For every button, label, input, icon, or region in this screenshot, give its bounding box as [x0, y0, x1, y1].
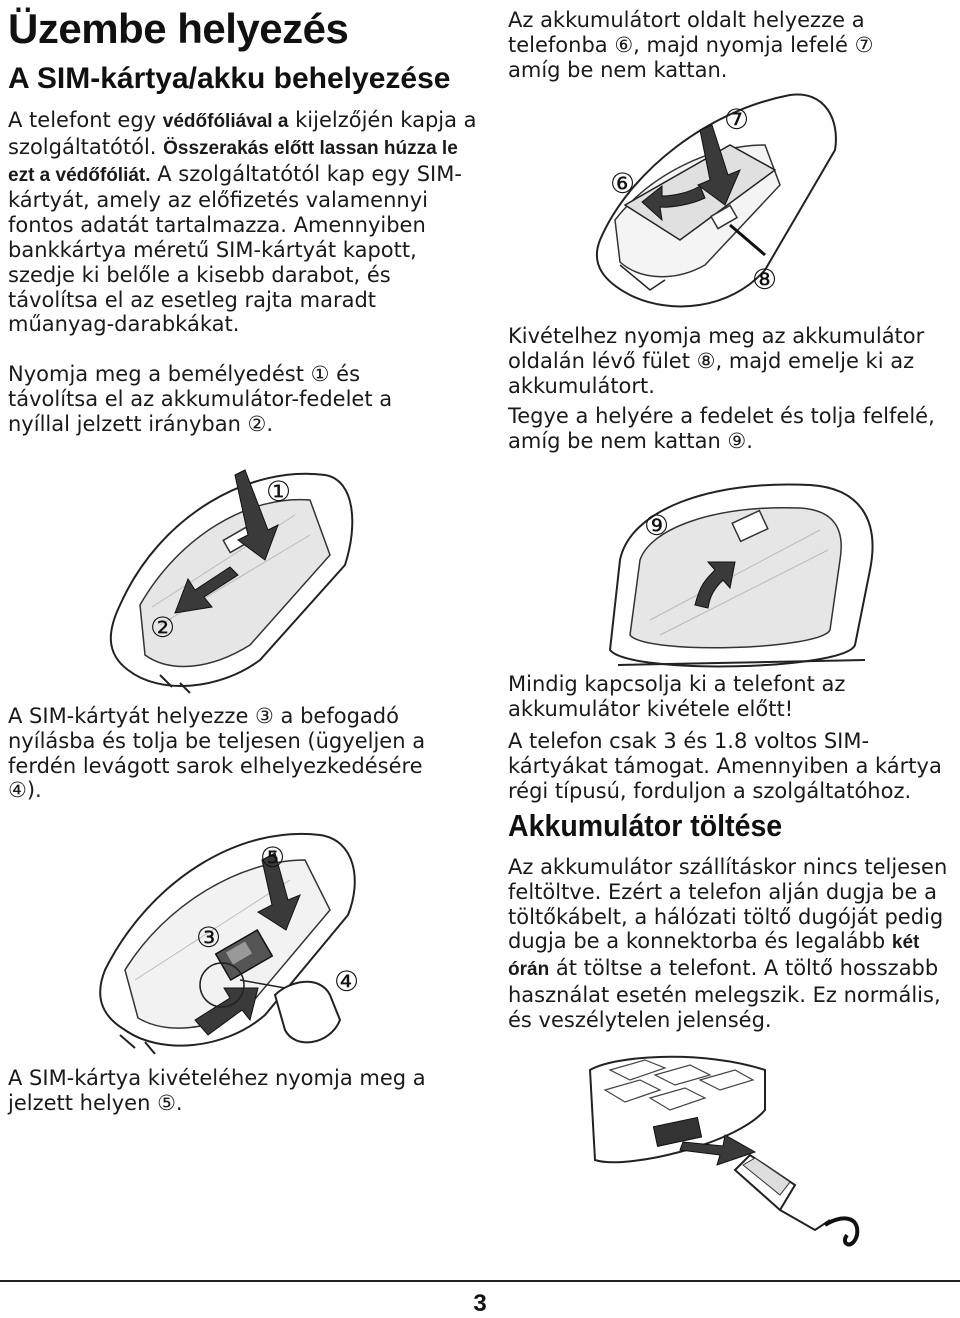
intro-text-1: A telefont egy — [8, 108, 163, 132]
intro-bold-2: Összerakás előtt lassan húzza le ezt a v… — [8, 137, 458, 186]
charging-text-2: át töltse a telefont. A töltő hosszabb h… — [508, 956, 941, 1032]
intro-bold-1: védőfóliával a — [162, 111, 289, 132]
illustration-insert-battery — [595, 93, 837, 308]
section-title-sim: A SIM-kártya/akku behelyezése — [8, 62, 451, 95]
callout-2: ② — [150, 611, 176, 644]
callout-6: ⑥ — [610, 167, 636, 200]
remove-battery-paragraph: Kivételhez nyomja meg az akkumulátor old… — [508, 324, 925, 398]
section-title-charging: Akkumulátor töltése — [508, 808, 783, 843]
insert-sim-paragraph: A SIM-kártyát helyezze ③ a befogadó nyíl… — [8, 704, 426, 803]
illustration-replace-cover — [608, 483, 874, 668]
charging-paragraph: Az akkumulátor szállításkor nincs teljes… — [508, 855, 948, 1033]
illustration-insert-sim — [99, 832, 356, 1055]
page-footer-rule — [0, 1280, 960, 1282]
intro-text-3: A szolgáltatótól kap egy SIM-kártyát, am… — [8, 161, 462, 337]
charging-text-1: Az akkumulátor szállításkor nincs teljes… — [508, 855, 948, 954]
warning-paragraph: Mindig kapcsolja ki a telefont az akkumu… — [508, 672, 846, 721]
callout-7: ⑦ — [724, 103, 750, 136]
intro-paragraph: A telefont egy védőfóliával a kijelzőjén… — [8, 108, 478, 337]
callout-3: ③ — [196, 921, 222, 954]
remove-cover-paragraph: Nyomja meg a bemélyedést ① és távolítsa … — [8, 362, 393, 436]
callout-4: ④ — [334, 965, 360, 998]
callout-1: ① — [266, 475, 292, 508]
illustration-charger — [588, 1055, 860, 1247]
sim-voltage-paragraph: A telefon csak 3 és 1.8 voltos SIM-kárty… — [508, 729, 942, 803]
callout-9: ⑨ — [644, 509, 670, 542]
illustration-remove-cover — [109, 469, 354, 694]
page-title: Üzembe helyezés — [8, 5, 349, 52]
remove-sim-paragraph: A SIM-kártya kivételéhez nyomja meg a je… — [8, 1066, 426, 1115]
page-number: 3 — [473, 1290, 487, 1317]
callout-5: ⑤ — [260, 841, 286, 874]
intro-text-2: kijelzőjén kapja a szolgáltatótól. — [8, 108, 477, 159]
insert-battery-paragraph: Az akkumulátort oldalt helyezze a telefo… — [508, 8, 874, 82]
replace-cover-paragraph: Tegye a helyére a fedelet és tolja felfe… — [508, 404, 935, 453]
callout-8: ⑧ — [752, 263, 778, 296]
charging-bold-1: két órán — [508, 932, 920, 981]
